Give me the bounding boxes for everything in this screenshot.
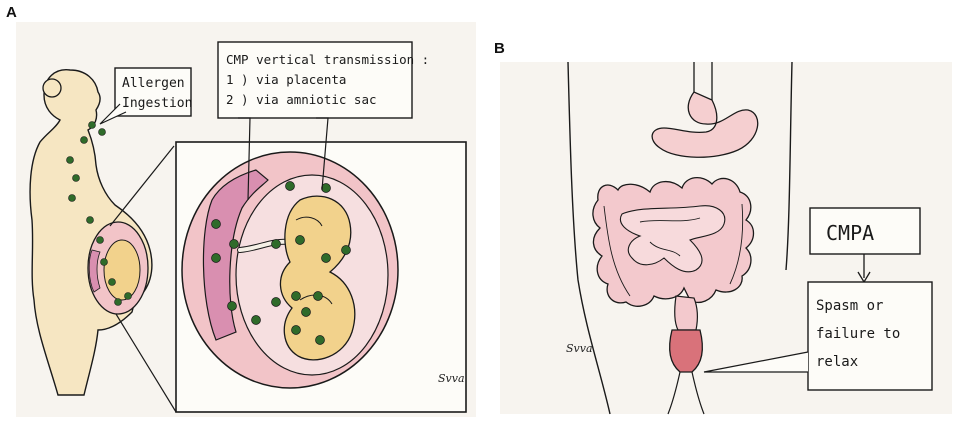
allergen-label-line1: Allergen — [122, 76, 185, 91]
allergen-dot — [295, 235, 305, 245]
cmp-callout-item-1: 1 ) via placenta — [226, 72, 346, 87]
allergen-dot — [301, 307, 311, 317]
intestine-fold — [729, 203, 744, 285]
cmp-callout-title: CMP vertical transmission : — [226, 52, 429, 67]
allergen-dot — [229, 239, 239, 249]
cmp-callout-box — [217, 41, 413, 119]
allergen-dot — [108, 278, 116, 286]
allergen-dots-womb — [211, 181, 351, 345]
allergen-dot — [124, 292, 132, 300]
spasm-label-line3: relax — [816, 354, 858, 370]
allergen-dot — [321, 183, 331, 193]
cmp-callout-pointer-sac — [316, 117, 329, 191]
allergen-dot — [341, 245, 351, 255]
panel-letter-a: A — [6, 4, 17, 21]
allergen-dot — [98, 128, 106, 136]
allergen-dot — [271, 297, 281, 307]
allergen-label-line2: Ingestion — [122, 96, 192, 111]
cmp-callout-pointer-placenta — [238, 117, 251, 201]
esophagus — [693, 62, 713, 100]
allergen-dot — [68, 194, 76, 202]
panel-b: CMPA Spasm or failure to relax Svva — [500, 61, 952, 415]
zoom-line-bottom — [115, 313, 177, 413]
allergen-dot — [80, 136, 88, 144]
fetus-small — [103, 239, 141, 301]
fetus-limb — [295, 216, 323, 227]
spasm-box — [807, 281, 933, 391]
allergen-dot — [86, 216, 94, 224]
zoom-line-top — [109, 145, 175, 227]
allergen-dot — [291, 291, 301, 301]
spasm-callout-pointer — [703, 351, 809, 373]
allergen-dot — [88, 121, 96, 129]
spasm-label-line1: Spasm or — [816, 298, 883, 314]
allergen-dot — [285, 181, 295, 191]
placenta-small — [88, 249, 101, 293]
intestine-fold — [649, 241, 681, 257]
body-outline-right — [785, 61, 793, 271]
allergen-dot — [66, 156, 74, 164]
allergen-dot — [96, 236, 104, 244]
allergen-dot — [291, 325, 301, 335]
allergen-dot — [315, 335, 325, 345]
allergen-dot — [313, 291, 323, 301]
small-intestine — [620, 205, 726, 273]
hair-bun — [42, 78, 62, 98]
allergen-dots-body — [66, 121, 132, 306]
allergen-dot — [321, 253, 331, 263]
rectum — [674, 295, 698, 331]
stomach — [651, 91, 759, 158]
cmp-callout-item-2: 2 ) via amniotic sac — [226, 92, 377, 107]
allergen-dot — [114, 298, 122, 306]
allergen-callout-pointer — [99, 103, 127, 125]
allergen-dot — [72, 174, 80, 182]
allergen-dot — [271, 239, 281, 249]
cmpa-label: CMPA — [826, 221, 874, 245]
artist-signature-a: Svva — [438, 372, 465, 385]
cmpa-box — [809, 207, 921, 255]
allergen-dot — [100, 258, 108, 266]
panel-a: Allergen Ingestion — [16, 22, 476, 417]
allergen-dot — [251, 315, 261, 325]
spasm-label-line2: failure to — [816, 326, 900, 342]
anal-canal — [667, 371, 705, 415]
allergen-dot — [211, 253, 221, 263]
artist-signature-b: Svva — [566, 342, 593, 355]
allergen-dot — [211, 219, 221, 229]
allergen-callout-box — [114, 67, 192, 117]
body-outline-left — [567, 61, 611, 415]
anal-sphincter — [668, 329, 704, 373]
panel-letter-b: B — [494, 40, 505, 57]
intestine-fold — [639, 217, 701, 223]
allergen-dot — [227, 301, 237, 311]
intestine-fold — [603, 205, 631, 297]
